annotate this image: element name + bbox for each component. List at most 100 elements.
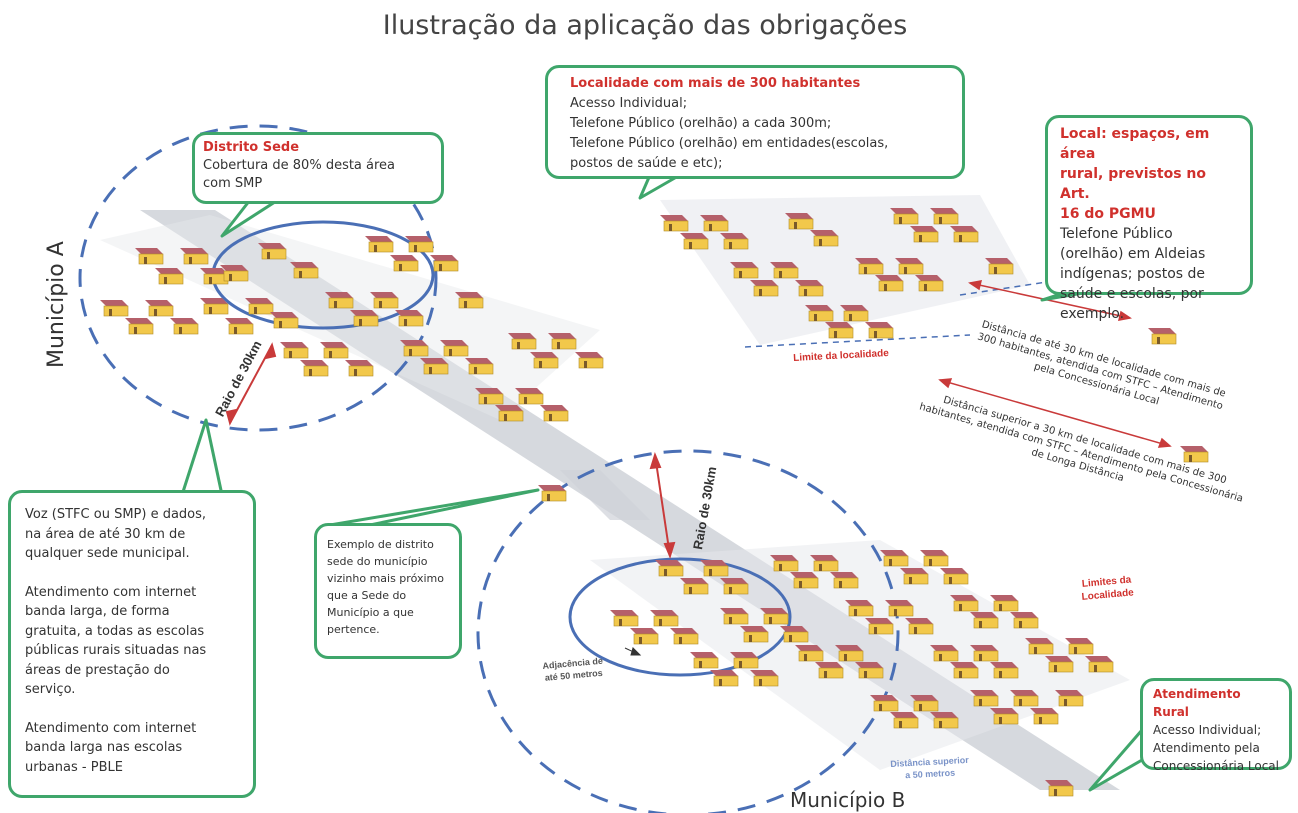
house: [465, 358, 494, 375]
house: [680, 233, 709, 250]
house: [790, 572, 819, 589]
house: [730, 652, 759, 669]
callout-local-rural: Local: espaços, em área rural, previstos…: [1045, 115, 1253, 322]
circle-distrito-b: [568, 557, 792, 677]
house: [930, 208, 959, 225]
house: [855, 258, 884, 275]
exemplo-line-2: sede do município: [327, 555, 428, 568]
distancia-arrow-sup-30: [938, 378, 1172, 448]
exemplo-line-1: Exemplo de distrito: [327, 538, 434, 551]
house: [258, 243, 287, 260]
house: [630, 628, 659, 645]
callout-distrito-sede: Distrito Sede Cobertura de 80% desta áre…: [192, 132, 444, 204]
house: [720, 233, 749, 250]
house: [770, 555, 799, 572]
house: [530, 352, 559, 369]
house: [495, 405, 524, 422]
voz-line-8: públicas rurais situadas nas: [25, 643, 207, 658]
house: [345, 360, 374, 377]
house: [825, 322, 854, 339]
atendimento-rural-line-1: Acesso Individual;: [1153, 723, 1262, 737]
house: [320, 342, 349, 359]
localidade-300-line-1: Acesso Individual;: [570, 96, 688, 111]
voz-line-9: áreas de prestação do: [25, 662, 170, 678]
municipio-b-label: Município B: [790, 788, 906, 812]
distrito-sede-line-2: com SMP: [203, 176, 263, 191]
callout-localidade-300: Localidade com mais de 300 habitantes Ac…: [545, 65, 965, 179]
house: [225, 318, 254, 335]
house: [390, 255, 419, 272]
pointer-voz-dados: [180, 418, 224, 497]
localidade-300-title: Localidade com mais de 300 habitantes: [570, 76, 861, 91]
local-rural-title-3: 16 do PGMU: [1060, 206, 1156, 222]
house: [475, 388, 504, 405]
house: [750, 280, 779, 297]
limites-localidade-b-label: Limites da Localidade: [1080, 573, 1134, 603]
house: [350, 310, 379, 327]
house: [890, 712, 919, 729]
house: [985, 258, 1014, 275]
house: [180, 248, 209, 265]
house: [370, 292, 399, 309]
local-rural-line-2: (orelhão) em Aldeias: [1060, 246, 1206, 262]
house: [515, 388, 544, 405]
house: [990, 708, 1019, 725]
house: [280, 342, 309, 359]
house: [575, 352, 604, 369]
house: [810, 230, 839, 247]
house: [770, 262, 799, 279]
house: [915, 275, 944, 292]
house: [170, 318, 199, 335]
house: [430, 255, 459, 272]
house: [650, 610, 679, 627]
house: [855, 662, 884, 679]
house: [1180, 446, 1209, 463]
house: [1010, 690, 1039, 707]
house: [720, 578, 749, 595]
house: [440, 340, 469, 357]
house: [400, 340, 429, 357]
house: [875, 275, 904, 292]
house: [508, 333, 537, 350]
house: [270, 312, 299, 329]
house: [680, 578, 709, 595]
callout-exemplo-distrito: Exemplo de distrito sede do município vi…: [314, 523, 462, 659]
house: [890, 208, 919, 225]
circle-municipio-b: [476, 449, 900, 813]
voz-line-7: gratuita, a todas as escolas: [25, 623, 205, 639]
house: [655, 560, 684, 577]
house: [950, 226, 979, 243]
exemplo-line-6: pertence.: [327, 623, 380, 636]
distancia-arrow-30: [968, 280, 1132, 321]
house: [1085, 656, 1114, 673]
house: [815, 662, 844, 679]
house: [895, 258, 924, 275]
house: [880, 550, 909, 567]
local-rural-line-3: indígenas; postos de: [1060, 266, 1205, 282]
house: [830, 572, 859, 589]
house: [690, 652, 719, 669]
voz-line-10: serviço.: [25, 682, 76, 697]
house: [365, 236, 394, 253]
limite-line-1: [744, 334, 971, 348]
house: [885, 600, 914, 617]
house: [795, 280, 824, 297]
house: [540, 405, 569, 422]
callout-voz-dados: Voz (STFC ou SMP) e dados, na área de at…: [8, 490, 256, 798]
exemplo-line-3: vizinho mais próximo: [327, 572, 444, 585]
house: [155, 268, 184, 285]
localidade-300-line-3: Telefone Público (orelhão) em entidades(…: [570, 136, 889, 151]
exemplo-line-5: Município a que: [327, 606, 414, 619]
house: [785, 213, 814, 230]
atendimento-rural-title: Atendimento Rural: [1153, 687, 1241, 719]
house: [870, 695, 899, 712]
voz-line-2: na área de até 30 km de: [25, 526, 186, 542]
house: [1148, 328, 1177, 345]
distancia-50-label: Distância superior a 50 metros: [890, 754, 970, 782]
local-rural-line-1: Telefone Público: [1060, 226, 1173, 242]
house: [220, 265, 249, 282]
house: [720, 608, 749, 625]
house: [805, 305, 834, 322]
voz-line-14: urbanas - PBLE: [25, 759, 123, 775]
house: [200, 298, 229, 315]
